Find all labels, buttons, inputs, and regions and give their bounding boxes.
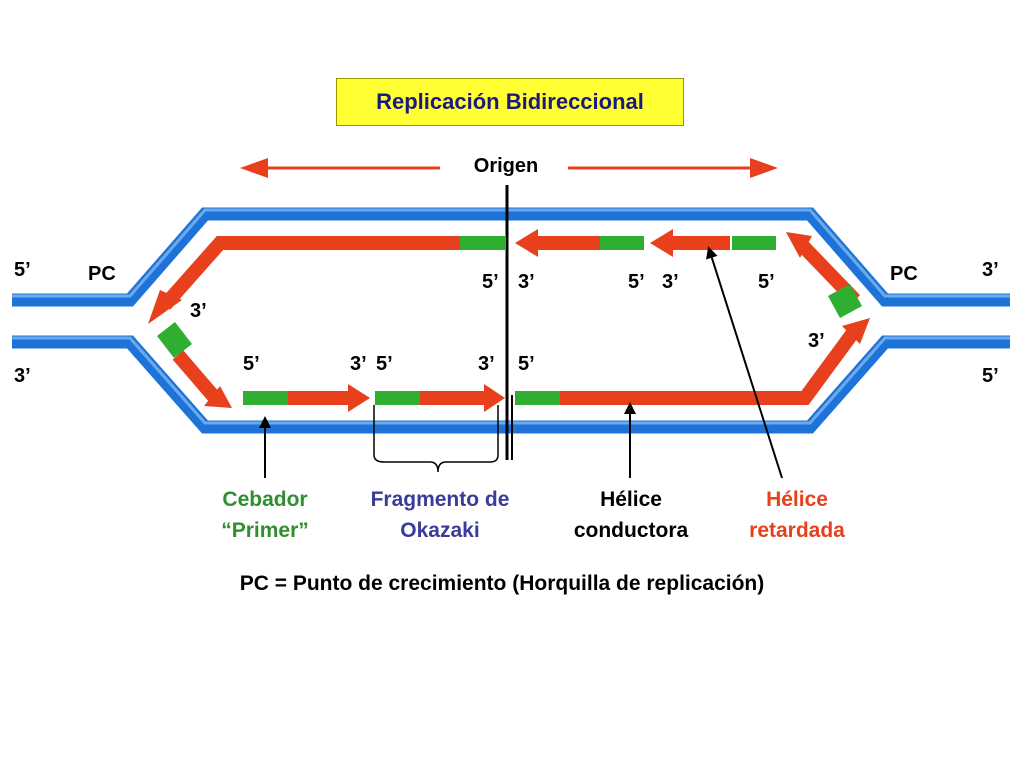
primer-bottom-origin <box>515 391 560 405</box>
strand-label: 3’ <box>478 353 495 375</box>
primer-left-fork <box>157 322 192 358</box>
legend-lagging-line2: retardada <box>749 519 845 542</box>
legend-okazaki-line1: Fragmento de <box>371 488 510 511</box>
diagram-title: Replicación Bidireccional <box>336 78 684 126</box>
strand-label: 5’ <box>376 353 393 375</box>
legend-leading-line1: Hélice <box>600 488 662 511</box>
arrowhead-right-fork <box>842 318 870 344</box>
primer-bottom-2 <box>375 391 420 405</box>
end-label-right-top: 3’ <box>982 259 999 281</box>
fork-label-right: PC <box>890 263 918 285</box>
arrowhead-bottom-2 <box>484 384 505 412</box>
parent-strand-top <box>12 207 1010 307</box>
arrowhead-right-fork-up <box>786 232 812 258</box>
legend-lagging-line1: Hélice <box>766 488 828 511</box>
new-strands <box>148 229 870 412</box>
strand-label: 5’ <box>628 271 645 293</box>
strand-label: 5’ <box>243 353 260 375</box>
arrowhead-left-fork-down <box>204 386 232 408</box>
origin-label: Origen <box>474 155 538 177</box>
arrowhead-top-1 <box>515 229 538 257</box>
arrowhead-top-2 <box>650 229 673 257</box>
strand-label: 5’ <box>518 353 535 375</box>
arrowhead-bottom-1 <box>348 384 370 412</box>
strand-label: 5’ <box>482 271 499 293</box>
direction-arrows <box>240 158 778 178</box>
end-label-left-top: 5’ <box>14 259 31 281</box>
okazaki-brace <box>373 405 499 473</box>
end-label-right-bottom: 5’ <box>982 365 999 387</box>
leading-strand-top-left <box>159 236 505 310</box>
strand-label: 3’ <box>350 353 367 375</box>
primer-top-2 <box>600 236 644 250</box>
strand-label: 3’ <box>662 271 679 293</box>
primer-right-fork <box>828 284 862 318</box>
leading-strand-bottom-right <box>560 325 861 405</box>
strand-label: 3’ <box>190 300 207 322</box>
pointer-lines <box>259 246 783 479</box>
legend-primer-line1: Cebador <box>222 488 307 511</box>
footnote: PC = Punto de crecimiento (Horquilla de … <box>240 572 765 595</box>
primers <box>157 236 862 405</box>
primer-bottom-1 <box>243 391 288 405</box>
legend-okazaki-line2: Okazaki <box>400 519 479 542</box>
end-label-left-bottom: 3’ <box>14 365 31 387</box>
strand-label: 3’ <box>518 271 535 293</box>
fork-label-left: PC <box>88 263 116 285</box>
legend-leading-line2: conductora <box>574 519 689 542</box>
strand-label: 5’ <box>758 271 775 293</box>
legend-primer-line2: “Primer” <box>221 519 309 542</box>
primer-top-3 <box>732 236 776 250</box>
strand-label: 3’ <box>808 330 825 352</box>
primer-top-origin <box>460 236 505 250</box>
